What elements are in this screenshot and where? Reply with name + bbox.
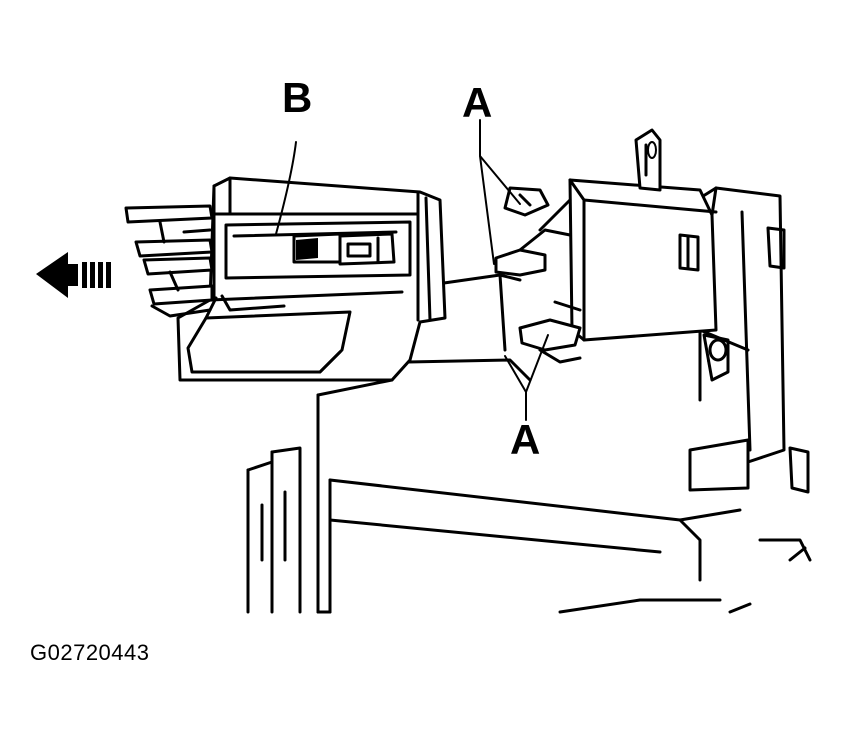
component-b <box>124 176 447 382</box>
figure-code: G02720443 <box>30 640 150 665</box>
connector-body <box>406 186 582 382</box>
leader-lines <box>275 119 549 421</box>
callout-a-top-label: A <box>462 79 492 126</box>
callout-a-bottom-label: A <box>510 416 540 463</box>
removal-direction-arrow-icon <box>36 252 111 298</box>
callout-b-label: B <box>282 74 312 121</box>
center-bracket <box>568 128 730 382</box>
lower-housing <box>246 378 812 614</box>
right-module <box>688 186 810 494</box>
